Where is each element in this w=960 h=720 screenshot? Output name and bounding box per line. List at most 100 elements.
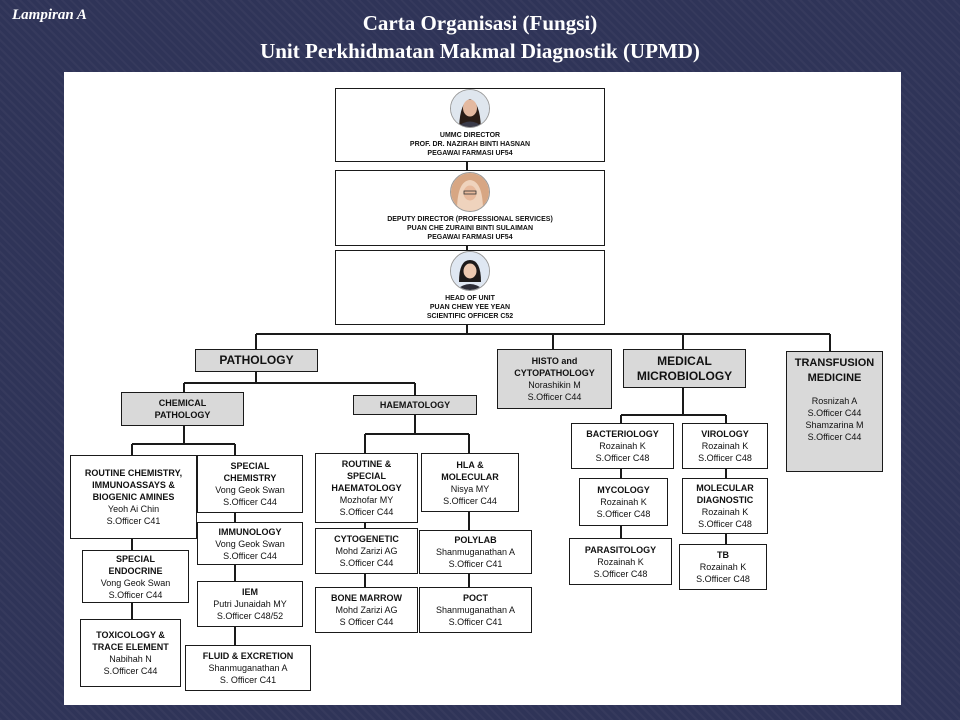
polylab-grade: S.Officer C41	[448, 559, 503, 569]
special-chem-title-2: CHEMISTRY	[223, 473, 277, 483]
deputy-director-box: DEPUTY DIRECTOR (PROFESSIONAL SERVICES) …	[335, 170, 605, 246]
polylab-officer: Shanmuganathan A	[435, 547, 516, 557]
head-grade: SCIENTIFIC OFFICER C52	[426, 313, 514, 320]
toxicology-grade: S.Officer C44	[103, 666, 158, 676]
org-chart-panel: UMMC DIRECTOR PROF. DR. NAZIRAH BINTI HA…	[64, 72, 901, 705]
bacteriology-officer: Rozainah K	[599, 441, 646, 451]
director-role: UMMC DIRECTOR	[439, 132, 501, 139]
hla-title-2: MOLECULAR	[441, 471, 499, 482]
routine-chem-grade: S.Officer C41	[106, 516, 161, 526]
connector-lines	[131, 162, 831, 645]
bacteriology-box: BACTERIOLOGY Rozainah K S.Officer C48	[571, 423, 674, 469]
immunology-grade: S.Officer C44	[223, 550, 277, 561]
deputy-director-photo	[450, 172, 490, 212]
poct-officer: Shanmuganathan A	[435, 605, 516, 615]
head-of-unit-photo	[450, 251, 490, 291]
fluid-officer: Shanmuganathan A	[208, 663, 288, 673]
transfusion-title-1: TRANSFUSION	[794, 357, 875, 369]
special-endocrine-box: SPECIAL ENDOCRINE Vong Geok Swan S.Offic…	[82, 550, 189, 603]
hla-molecular-box: HLA & MOLECULAR Nisya MY S.Officer C44	[421, 453, 519, 512]
histo-officer: Norashikin M	[528, 380, 581, 390]
virology-title: VIROLOGY	[701, 429, 749, 439]
bacteriology-grade: S.Officer C48	[595, 453, 650, 463]
deputy-role: DEPUTY DIRECTOR (PROFESSIONAL SERVICES)	[387, 216, 553, 223]
pathology-title: PATHOLOGY	[219, 353, 294, 367]
cytogenetic-box: CYTOGENETIC Mohd Zarizi AG S.Officer C44	[315, 528, 418, 574]
director-grade: PEGAWAI FARMASI UF54	[427, 150, 513, 157]
fluid-excretion-box: FLUID & EXCRETION Shanmuganathan A S. Of…	[185, 645, 311, 691]
mycology-officer: Rozainah K	[600, 497, 647, 507]
bone-marrow-officer: Mohd Zarizi AG	[335, 605, 398, 615]
immunology-box: IMMUNOLOGY Vong Geok Swan S.Officer C44	[197, 522, 303, 565]
cytogenetic-grade: S.Officer C44	[339, 558, 394, 568]
immunology-officer: Vong Geok Swan	[215, 538, 285, 549]
poct-box: POCT Shanmuganathan A S.Officer C41	[419, 587, 532, 633]
haematology-title: HAEMATOLOGY	[379, 400, 451, 410]
parasitology-officer: Rozainah K	[597, 556, 644, 567]
iem-grade: S.Officer C48/52	[216, 611, 284, 621]
routine-chem-title-2: IMMUNOASSAYS &	[92, 480, 175, 490]
hla-officer: Nisya MY	[450, 483, 490, 494]
special-chem-grade: S.Officer C44	[223, 497, 277, 507]
toxicology-box: TOXICOLOGY & TRACE ELEMENT Nabihah N S.O…	[80, 619, 181, 687]
tb-officer: Rozainah K	[699, 562, 747, 572]
bone-marrow-box: BONE MARROW Mohd Zarizi AG S Officer C44	[315, 587, 418, 633]
histo-cytopathology-box: HISTO and CYTOPATHOLOGY Norashikin M S.O…	[497, 349, 612, 409]
cytogenetic-officer: Mohd Zarizi AG	[335, 546, 398, 556]
molecular-diagnostic-box: MOLECULAR DIAGNOSTIC Rozainah K S.Office…	[682, 478, 768, 534]
bone-marrow-title: BONE MARROW	[331, 593, 402, 603]
polylab-box: POLYLAB Shanmuganathan A S.Officer C41	[419, 530, 532, 574]
special-chem-title-1: SPECIAL	[230, 461, 270, 471]
routine-chem-officer: Yeoh Ai Chin	[107, 504, 160, 514]
parasitology-box: PARASITOLOGY Rozainah K S.Officer C48	[569, 538, 672, 585]
chemical-title-2: PATHOLOGY	[154, 410, 211, 420]
polylab-title: POLYLAB	[454, 535, 497, 545]
fluid-title: FLUID & EXCRETION	[202, 651, 294, 661]
histo-title-1: HISTO and	[531, 356, 578, 366]
histo-title-2: CYTOPATHOLOGY	[514, 368, 595, 378]
mycology-box: MYCOLOGY Rozainah K S.Officer C48	[579, 478, 668, 526]
special-chem-officer: Vong Geok Swan	[215, 485, 285, 495]
routine-haem-title-3: HAEMATOLOGY	[331, 483, 402, 493]
director-name: PROF. DR. NAZIRAH BINTI HASNAN	[409, 141, 531, 148]
head-name: PUAN CHEW YEE YEAN	[429, 304, 511, 311]
microbiology-title-1: MEDICAL	[657, 353, 712, 368]
transfusion-title-2: MEDICINE	[807, 372, 862, 384]
transfusion-officer-2: Shamzarina M	[805, 420, 864, 430]
virology-box: VIROLOGY Rozainah K S.Officer C48	[682, 423, 768, 469]
transfusion-officer-1: Rosnizah A	[811, 396, 858, 406]
routine-special-haematology-box: ROUTINE & SPECIAL HAEMATOLOGY Mozhofar M…	[315, 453, 418, 523]
routine-haem-title-2: SPECIAL	[346, 471, 386, 481]
special-chemistry-box: SPECIAL CHEMISTRY Vong Geok Swan S.Offic…	[197, 455, 303, 513]
fluid-grade: S. Officer C41	[219, 675, 277, 685]
iem-officer: Putri Junaidah MY	[213, 599, 287, 609]
virology-officer: Rozainah K	[701, 441, 749, 451]
parasitology-grade: S.Officer C48	[593, 568, 648, 579]
poct-grade: S.Officer C41	[448, 617, 503, 627]
special-endo-officer: Vong Geok Swan	[100, 577, 171, 588]
routine-chem-title-1: ROUTINE CHEMISTRY,	[84, 468, 183, 478]
iem-title: IEM	[241, 587, 258, 597]
routine-haem-officer: Mozhofar MY	[339, 495, 394, 505]
routine-haem-grade: S.Officer C44	[339, 507, 394, 517]
appendix-label: Lampiran A	[12, 7, 87, 23]
transfusion-medicine-box: TRANSFUSION MEDICINE Rosnizah A S.Office…	[786, 351, 883, 472]
routine-chem-title-3: BIOGENIC AMINES	[92, 492, 175, 502]
chemical-pathology-box: CHEMICAL PATHOLOGY	[121, 392, 244, 426]
microbiology-title-2: MICROBIOLOGY	[636, 368, 733, 383]
toxicology-officer: Nabihah N	[109, 654, 152, 664]
molecular-dx-title-2: DIAGNOSTIC	[696, 495, 754, 505]
parasitology-title: PARASITOLOGY	[584, 544, 657, 555]
routine-haem-title-1: ROUTINE &	[341, 459, 392, 469]
toxicology-title-1: TOXICOLOGY &	[96, 630, 165, 640]
chart-title: Carta Organisasi (Fungsi)	[362, 11, 598, 35]
transfusion-grade-1: S.Officer C44	[807, 408, 862, 418]
mycology-title: MYCOLOGY	[597, 485, 650, 495]
bacteriology-title: BACTERIOLOGY	[586, 429, 659, 439]
routine-chemistry-box: ROUTINE CHEMISTRY, IMMUNOASSAYS & BIOGEN…	[70, 455, 197, 539]
special-endo-title-2: ENDOCRINE	[108, 565, 163, 576]
director-box: UMMC DIRECTOR PROF. DR. NAZIRAH BINTI HA…	[335, 88, 605, 162]
director-photo	[450, 89, 490, 128]
molecular-dx-grade: S.Officer C48	[698, 519, 752, 529]
transfusion-grade-2: S.Officer C44	[807, 432, 862, 442]
